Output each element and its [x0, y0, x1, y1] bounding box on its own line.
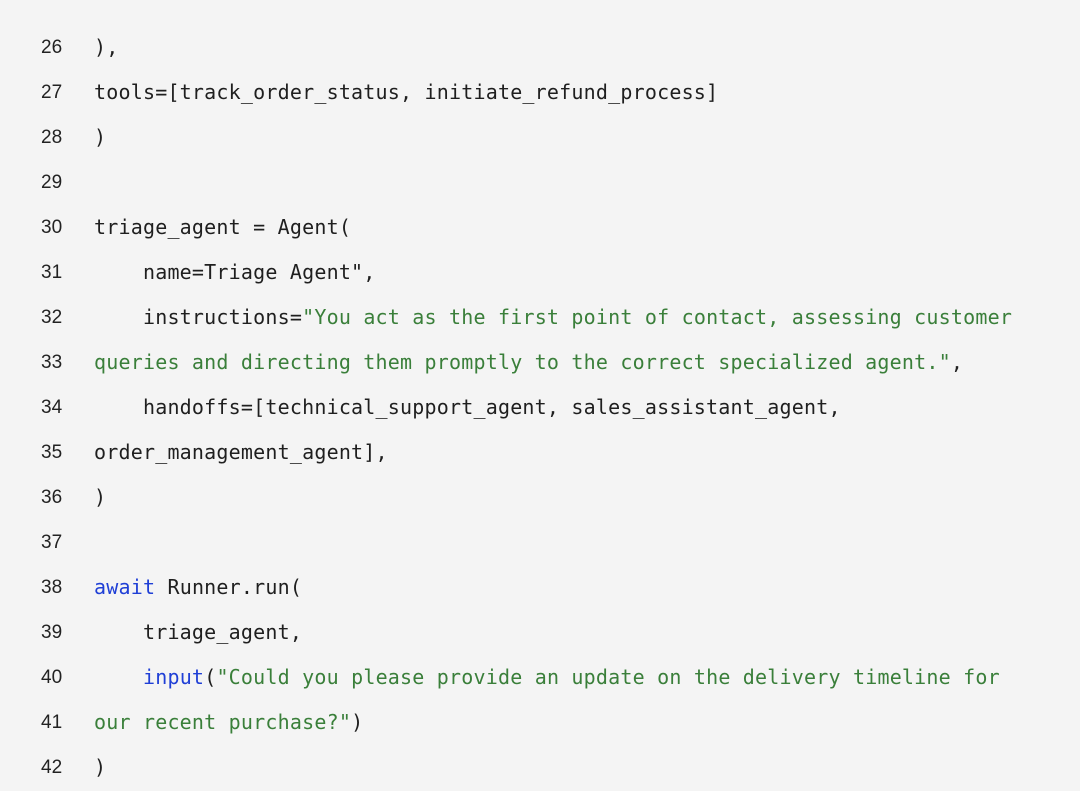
- code-token: ): [94, 485, 107, 509]
- code-text: instructions="You act as the first point…: [94, 295, 1080, 340]
- code-line: 29: [0, 160, 1080, 205]
- code-text: tools=[track_order_status, initiate_refu…: [94, 70, 1080, 115]
- line-number: 38: [41, 577, 63, 598]
- code-line: 38 await Runner.run(: [0, 565, 1080, 610]
- code-text: queries and directing them promptly to t…: [94, 340, 1080, 385]
- line-number: 29: [41, 172, 63, 193]
- code-text: ): [94, 115, 1080, 160]
- code-line: 32 instructions="You act as the first po…: [0, 295, 1080, 340]
- code-line: 33 queries and directing them promptly to…: [0, 340, 1080, 385]
- code-text: name=Triage Agent",: [94, 250, 1080, 295]
- code-text: input("Could you please provide an updat…: [94, 655, 1080, 700]
- code-token: ): [94, 125, 107, 149]
- code-token: (: [204, 665, 217, 689]
- code-text: ): [94, 475, 1080, 520]
- line-number: 31: [41, 262, 63, 283]
- code-line: 36): [0, 475, 1080, 520]
- line-number: 39: [41, 622, 63, 643]
- code-token: instructions=: [94, 305, 303, 329]
- code-token: handoffs=[technical_support_agent, sales…: [94, 395, 841, 419]
- code-token: ): [94, 755, 107, 779]
- code-text: triage_agent,: [94, 610, 1080, 655]
- string-literal: our recent purchase?": [94, 710, 352, 734]
- code-token: ),: [94, 35, 119, 59]
- code-token: order_management_agent],: [94, 440, 388, 464]
- line-number: 34: [41, 397, 63, 418]
- code-token: tools=[track_order_status, initiate_refu…: [94, 80, 719, 104]
- code-token: triage_agent,: [94, 620, 303, 644]
- string-literal: queries and directing them promptly to t…: [94, 350, 951, 374]
- code-token: Runner.run(: [155, 575, 303, 599]
- code-line: 26),: [0, 25, 1080, 70]
- code-token: name=Triage Agent",: [94, 260, 376, 284]
- line-number: 42: [41, 757, 63, 778]
- line-number: 37: [41, 532, 63, 553]
- code-line: 27 tools=[track_order_status, initiate_re…: [0, 70, 1080, 115]
- code-token: [94, 665, 143, 689]
- line-number: 27: [41, 82, 63, 103]
- code-text: ): [94, 745, 1080, 790]
- line-number: 26: [41, 37, 63, 58]
- line-number: 33: [41, 352, 63, 373]
- line-number: 30: [41, 217, 63, 238]
- string-literal: "You act as the first point of contact, …: [302, 305, 1013, 329]
- line-number: 40: [41, 667, 63, 688]
- code-text: handoffs=[technical_support_agent, sales…: [94, 385, 1080, 430]
- code-line: 41 our recent purchase?"): [0, 700, 1080, 745]
- code-line: 35 order_management_agent],: [0, 430, 1080, 475]
- keyword: await: [94, 575, 156, 599]
- code-text: triage_agent = Agent(: [94, 205, 1080, 250]
- code-text: [94, 160, 1080, 205]
- code-line: 42): [0, 745, 1080, 790]
- code-line: 37: [0, 520, 1080, 565]
- line-number: 28: [41, 127, 63, 148]
- keyword: input: [142, 665, 205, 689]
- line-number: 32: [41, 307, 63, 328]
- line-number: 41: [41, 712, 63, 733]
- code-line: 40 input("Could you please provide an up…: [0, 655, 1080, 700]
- code-line: 39 triage_agent,: [0, 610, 1080, 655]
- code-token: ): [351, 710, 364, 734]
- line-number: 36: [41, 487, 63, 508]
- code-line: 31 name=Triage Agent",: [0, 250, 1080, 295]
- code-text: await Runner.run(: [94, 565, 1080, 610]
- code-text: [94, 520, 1080, 565]
- code-text: our recent purchase?"): [94, 700, 1080, 745]
- line-number: 35: [41, 442, 63, 463]
- code-text: ),: [94, 25, 1080, 70]
- code-token: ,: [950, 350, 964, 374]
- code-token: triage_agent = Agent(: [94, 215, 352, 239]
- code-line: 30 triage_agent = Agent(: [0, 205, 1080, 250]
- code-line: 28): [0, 115, 1080, 160]
- string-literal: "Could you please provide an update on t…: [216, 665, 1000, 689]
- code-line: 34 handoffs=[technical_support_agent, sa…: [0, 385, 1080, 430]
- code-text: order_management_agent],: [94, 430, 1080, 475]
